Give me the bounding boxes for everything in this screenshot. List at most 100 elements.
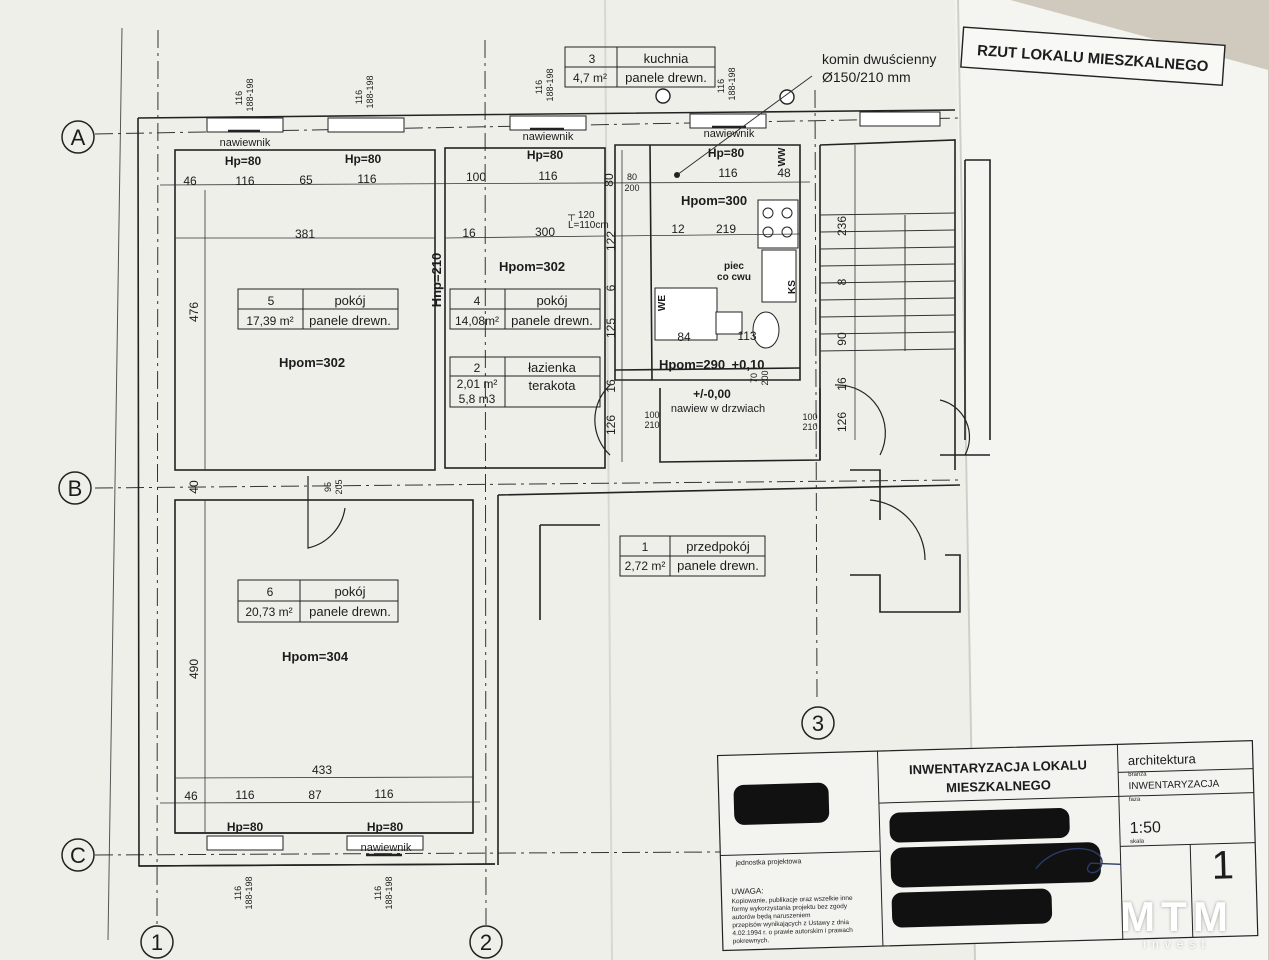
door-swing-room6: [307, 476, 346, 549]
chimney-leader-line: [676, 75, 813, 176]
dimension-value: 122: [604, 231, 618, 251]
window-width-dim: 116: [716, 79, 726, 93]
ks-label: KS: [787, 280, 798, 294]
dimension-value: 16: [462, 226, 476, 240]
window-width-dim: 116: [373, 886, 383, 900]
door-swing-stair: [939, 399, 971, 456]
dimension-value: 381: [295, 227, 315, 241]
stove-label: piec: [724, 261, 744, 272]
window-top-5: [859, 111, 941, 127]
room1-name: przedpokój: [686, 539, 750, 554]
unit-label: jednostka projektowa: [734, 858, 801, 867]
grid-bubble-2: 2: [469, 925, 503, 959]
room3-number: 3: [589, 52, 596, 66]
dimension-value: 84: [677, 330, 691, 344]
dimension-value: 219: [716, 222, 736, 236]
room6-number: 6: [267, 585, 274, 599]
room5-wall: [174, 149, 436, 471]
scale-value: 1:50: [1129, 819, 1161, 837]
window-width-dim: 116: [354, 90, 364, 104]
notice-line: Kopiowanie, publikacje oraz wszelkie inn…: [732, 895, 854, 905]
door-vent-label: nawiew w drzwiach: [671, 403, 765, 415]
dimension-value: 433: [312, 763, 332, 777]
room3-area: 4,7 m²: [573, 71, 607, 85]
dimension-value: 116: [357, 172, 376, 186]
window-height-dim: 188-198: [365, 75, 375, 108]
stove-fixture: [757, 199, 799, 249]
dimension-value: 200: [624, 183, 639, 193]
dimension-value: 236: [835, 216, 849, 236]
axis-line-C: [94, 851, 721, 856]
grid-label: 3: [812, 711, 824, 736]
grid-bubble-B: B: [58, 471, 92, 505]
notice-line: pokrewnych.: [733, 937, 770, 945]
axis-line-B: [94, 479, 961, 489]
ww-label: WW: [777, 147, 788, 166]
sheet-title-box: [960, 26, 1226, 87]
dimension-value: 116: [374, 787, 393, 801]
room4-number: 4: [474, 294, 481, 308]
room1-finish: panele drewn.: [677, 558, 759, 573]
window-height-dim: 188-198: [384, 876, 394, 909]
watermark-main: MTM: [1120, 893, 1234, 940]
stove-label-2: co cwu: [717, 272, 751, 283]
room2-volume: 5,8 m3: [459, 392, 496, 406]
level-zero: +/-0,00: [693, 387, 731, 401]
dimension-value: 48: [777, 166, 791, 180]
dimension-value: 80: [602, 173, 616, 187]
bottom-wall: [138, 832, 496, 867]
leader-dot: [674, 172, 680, 178]
bathroom-wall: [649, 144, 653, 381]
bathroom-height: Hpom=290: [659, 357, 725, 372]
toilet-fixture: [752, 311, 780, 349]
grid-bubble-1: 1: [140, 925, 174, 959]
dimension-value: 126: [604, 415, 618, 435]
staircase-wall: [819, 139, 956, 470]
window-top-2: [327, 117, 405, 133]
grid-bubble-A: A: [61, 120, 95, 154]
chimney-flue-2: [779, 89, 795, 105]
dimension-value: 490: [187, 659, 201, 679]
notice-line: 4.02.1994 r. o prawie autorskim i prawac…: [732, 927, 853, 937]
staircase-steps: [819, 212, 956, 352]
axis-line-A: [94, 117, 961, 135]
room6-finish: panele drewn.: [309, 604, 391, 619]
room4-height: Hpom=302: [499, 259, 565, 274]
notice-line: przepisów wynikających z Ustawy z dnia: [732, 919, 849, 929]
chimney-size: Ø150/210 mm: [822, 69, 911, 85]
chimney-flue-1: [655, 88, 671, 104]
kitchen-wall: [614, 144, 801, 381]
axis-line-3: [814, 89, 818, 701]
sill-height: Hp=80: [527, 148, 564, 162]
dimension-value: 65: [299, 173, 313, 187]
dimension-value: 125: [604, 318, 618, 338]
grid-label: C: [70, 843, 86, 868]
kitchen-height: Hpom=300: [681, 193, 747, 208]
paper-fold: [604, 0, 613, 960]
dimension-value: 116: [235, 788, 254, 802]
door-swing-hall-right: [834, 384, 886, 456]
lintel-length: L=110cm: [568, 220, 609, 231]
room4-area: 14,08m²: [455, 314, 499, 328]
dimension-value: 116: [718, 166, 737, 180]
dimension-value: 6: [604, 284, 618, 291]
dimension-value: 116: [235, 174, 254, 188]
sill-height: Hp=80: [367, 820, 404, 834]
level-plus: +0,10: [732, 357, 765, 372]
dimension-value: 210: [802, 422, 817, 432]
door-swing-entry: [869, 499, 926, 561]
door-height-label: Hnp=210: [429, 253, 444, 308]
room6-name: pokój: [334, 584, 365, 599]
scale-label: skala: [1130, 839, 1145, 845]
room2-table: [449, 356, 601, 408]
lintel-label: ┬ 120: [567, 210, 595, 221]
stove-burner: [762, 207, 774, 219]
dimension-value: 40: [187, 480, 201, 494]
room2-area: 2,01 m²: [457, 377, 498, 391]
notice-title: UWAGA:: [731, 886, 763, 896]
room2-finish: terakota: [529, 378, 577, 393]
hallway-wall: [497, 484, 961, 865]
vent-label: nawiewnik: [523, 131, 574, 143]
room4-name: pokój: [536, 293, 567, 308]
